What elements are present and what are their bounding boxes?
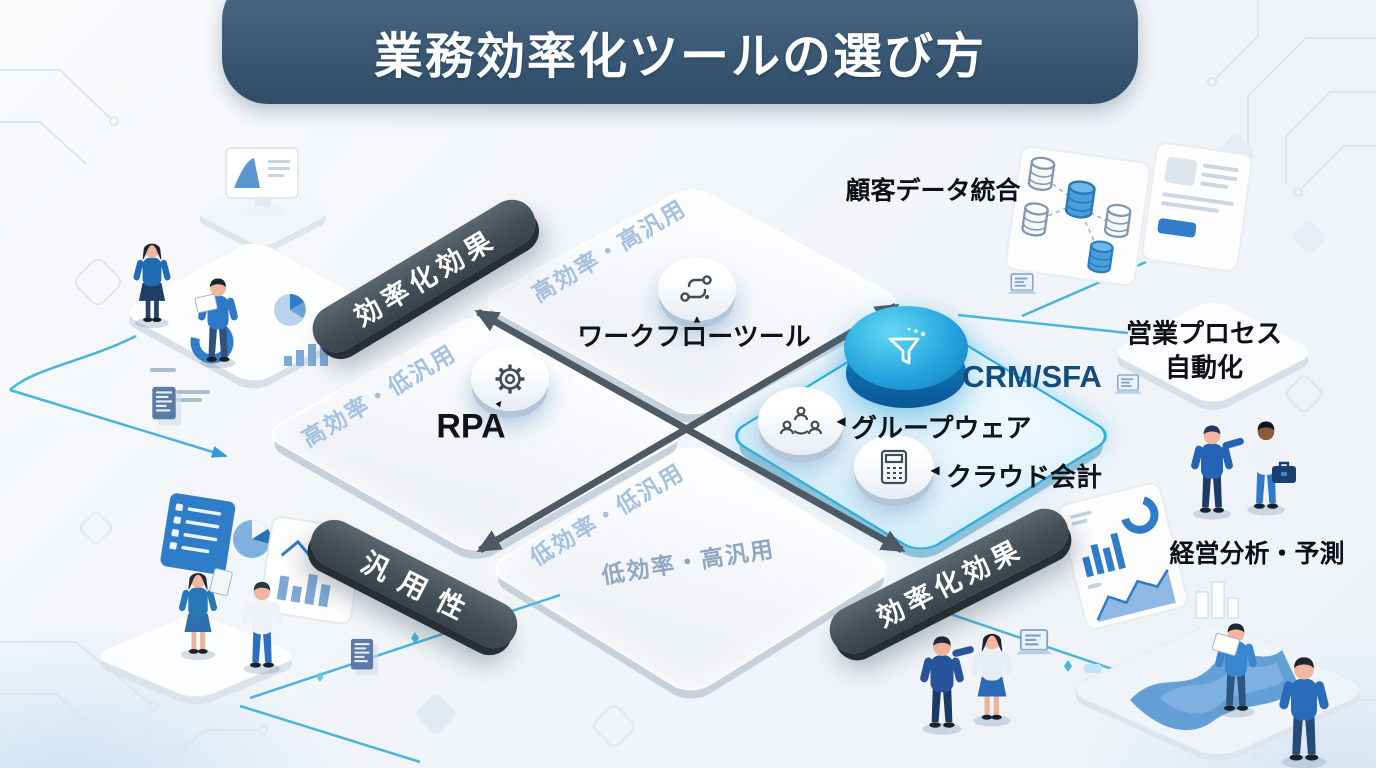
axis-arrow-nw-se	[474, 308, 906, 554]
pie-chart-icon	[233, 520, 272, 558]
data-integration-panel	[1005, 142, 1253, 295]
callout-customer-data: 顧客データ統合	[845, 177, 1021, 205]
callout-analytics: 経営分析・予測	[1169, 540, 1345, 568]
groupware-label: グループウェア	[851, 413, 1032, 443]
page-title: 業務効率化ツールの選び方	[373, 30, 986, 84]
crm-label: CRM/SFA	[962, 359, 1102, 394]
donut-chart-icon	[1120, 495, 1159, 534]
dashboard-panel	[1058, 482, 1188, 630]
rpa-label: RPA	[436, 407, 506, 446]
crm-tool-cylinder	[844, 306, 968, 414]
calculator-icon	[880, 449, 908, 485]
funnel-icon	[888, 327, 926, 365]
area-chart-icon	[1097, 569, 1176, 622]
handshake-people	[919, 629, 1102, 735]
cloud-accounting-label: クラウド会計	[946, 462, 1103, 492]
analytics-scene	[1058, 482, 1361, 768]
building-blocks	[1195, 581, 1239, 619]
cloud-accounting-marker: ◀	[930, 463, 940, 477]
callout-platform	[1113, 302, 1310, 410]
title-banner: 業務効率化ツールの選び方	[222, 0, 1138, 104]
bar-chart-icon	[1082, 532, 1126, 578]
groupware-marker: ◀	[836, 414, 846, 428]
pie-chart-icon	[274, 293, 306, 326]
workflow-label: ワークフローツール	[577, 321, 811, 352]
bar-chart-icon	[284, 338, 328, 366]
handshake-people	[1190, 421, 1296, 520]
groupware-tool-disc	[758, 387, 844, 455]
gear-icon	[495, 364, 525, 394]
briefcase-icon	[1272, 461, 1296, 483]
presenting-people	[128, 147, 380, 426]
checklist-icon	[160, 493, 236, 575]
workflow-route-icon	[680, 275, 712, 302]
people-network-icon	[779, 406, 823, 435]
callout-sales-process-line2: 自動化	[1164, 352, 1244, 383]
callout-sales-process-line1: 営業プロセス	[1125, 318, 1283, 349]
rpa-tool-disc	[471, 347, 549, 411]
content-card	[1141, 142, 1253, 272]
workflow-tool-disc	[658, 257, 736, 321]
